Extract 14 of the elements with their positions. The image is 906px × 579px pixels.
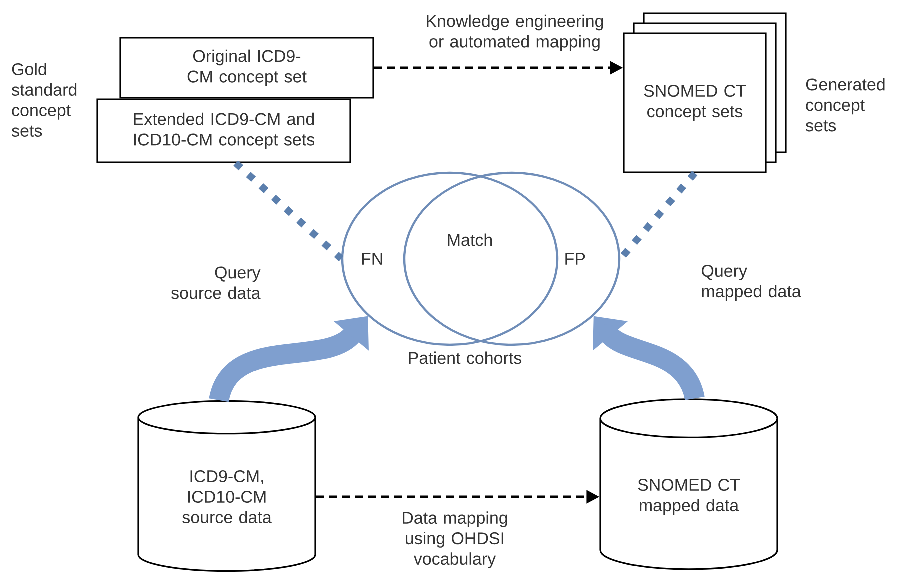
venn-caption: Patient cohorts xyxy=(409,352,522,364)
edge-label: Knowledge engineering or automated mapping xyxy=(427,14,604,52)
edge-label: Query source data xyxy=(172,266,261,300)
edge-label: Data mapping using OHDSI vocabulary xyxy=(403,512,508,568)
concept-set-box: Original ICD9-CM concept set xyxy=(120,37,374,99)
group-label: Generated concept sets xyxy=(806,78,885,132)
venn-label: Match xyxy=(448,234,492,246)
edge-label: Query mapped data xyxy=(702,265,802,301)
database-cylinder: ICD9-CM, ICD10-CM source data xyxy=(138,400,316,572)
database-cylinder: SNOMED CT mapped data xyxy=(600,398,778,570)
dotted-line xyxy=(234,160,344,262)
group-label: Gold standard concept sets xyxy=(12,63,77,137)
concept-set-box: Extended ICD9-CM and ICD10-CM concept sets xyxy=(96,98,352,164)
concept-set-box: SNOMED CT concept sets xyxy=(623,32,767,174)
